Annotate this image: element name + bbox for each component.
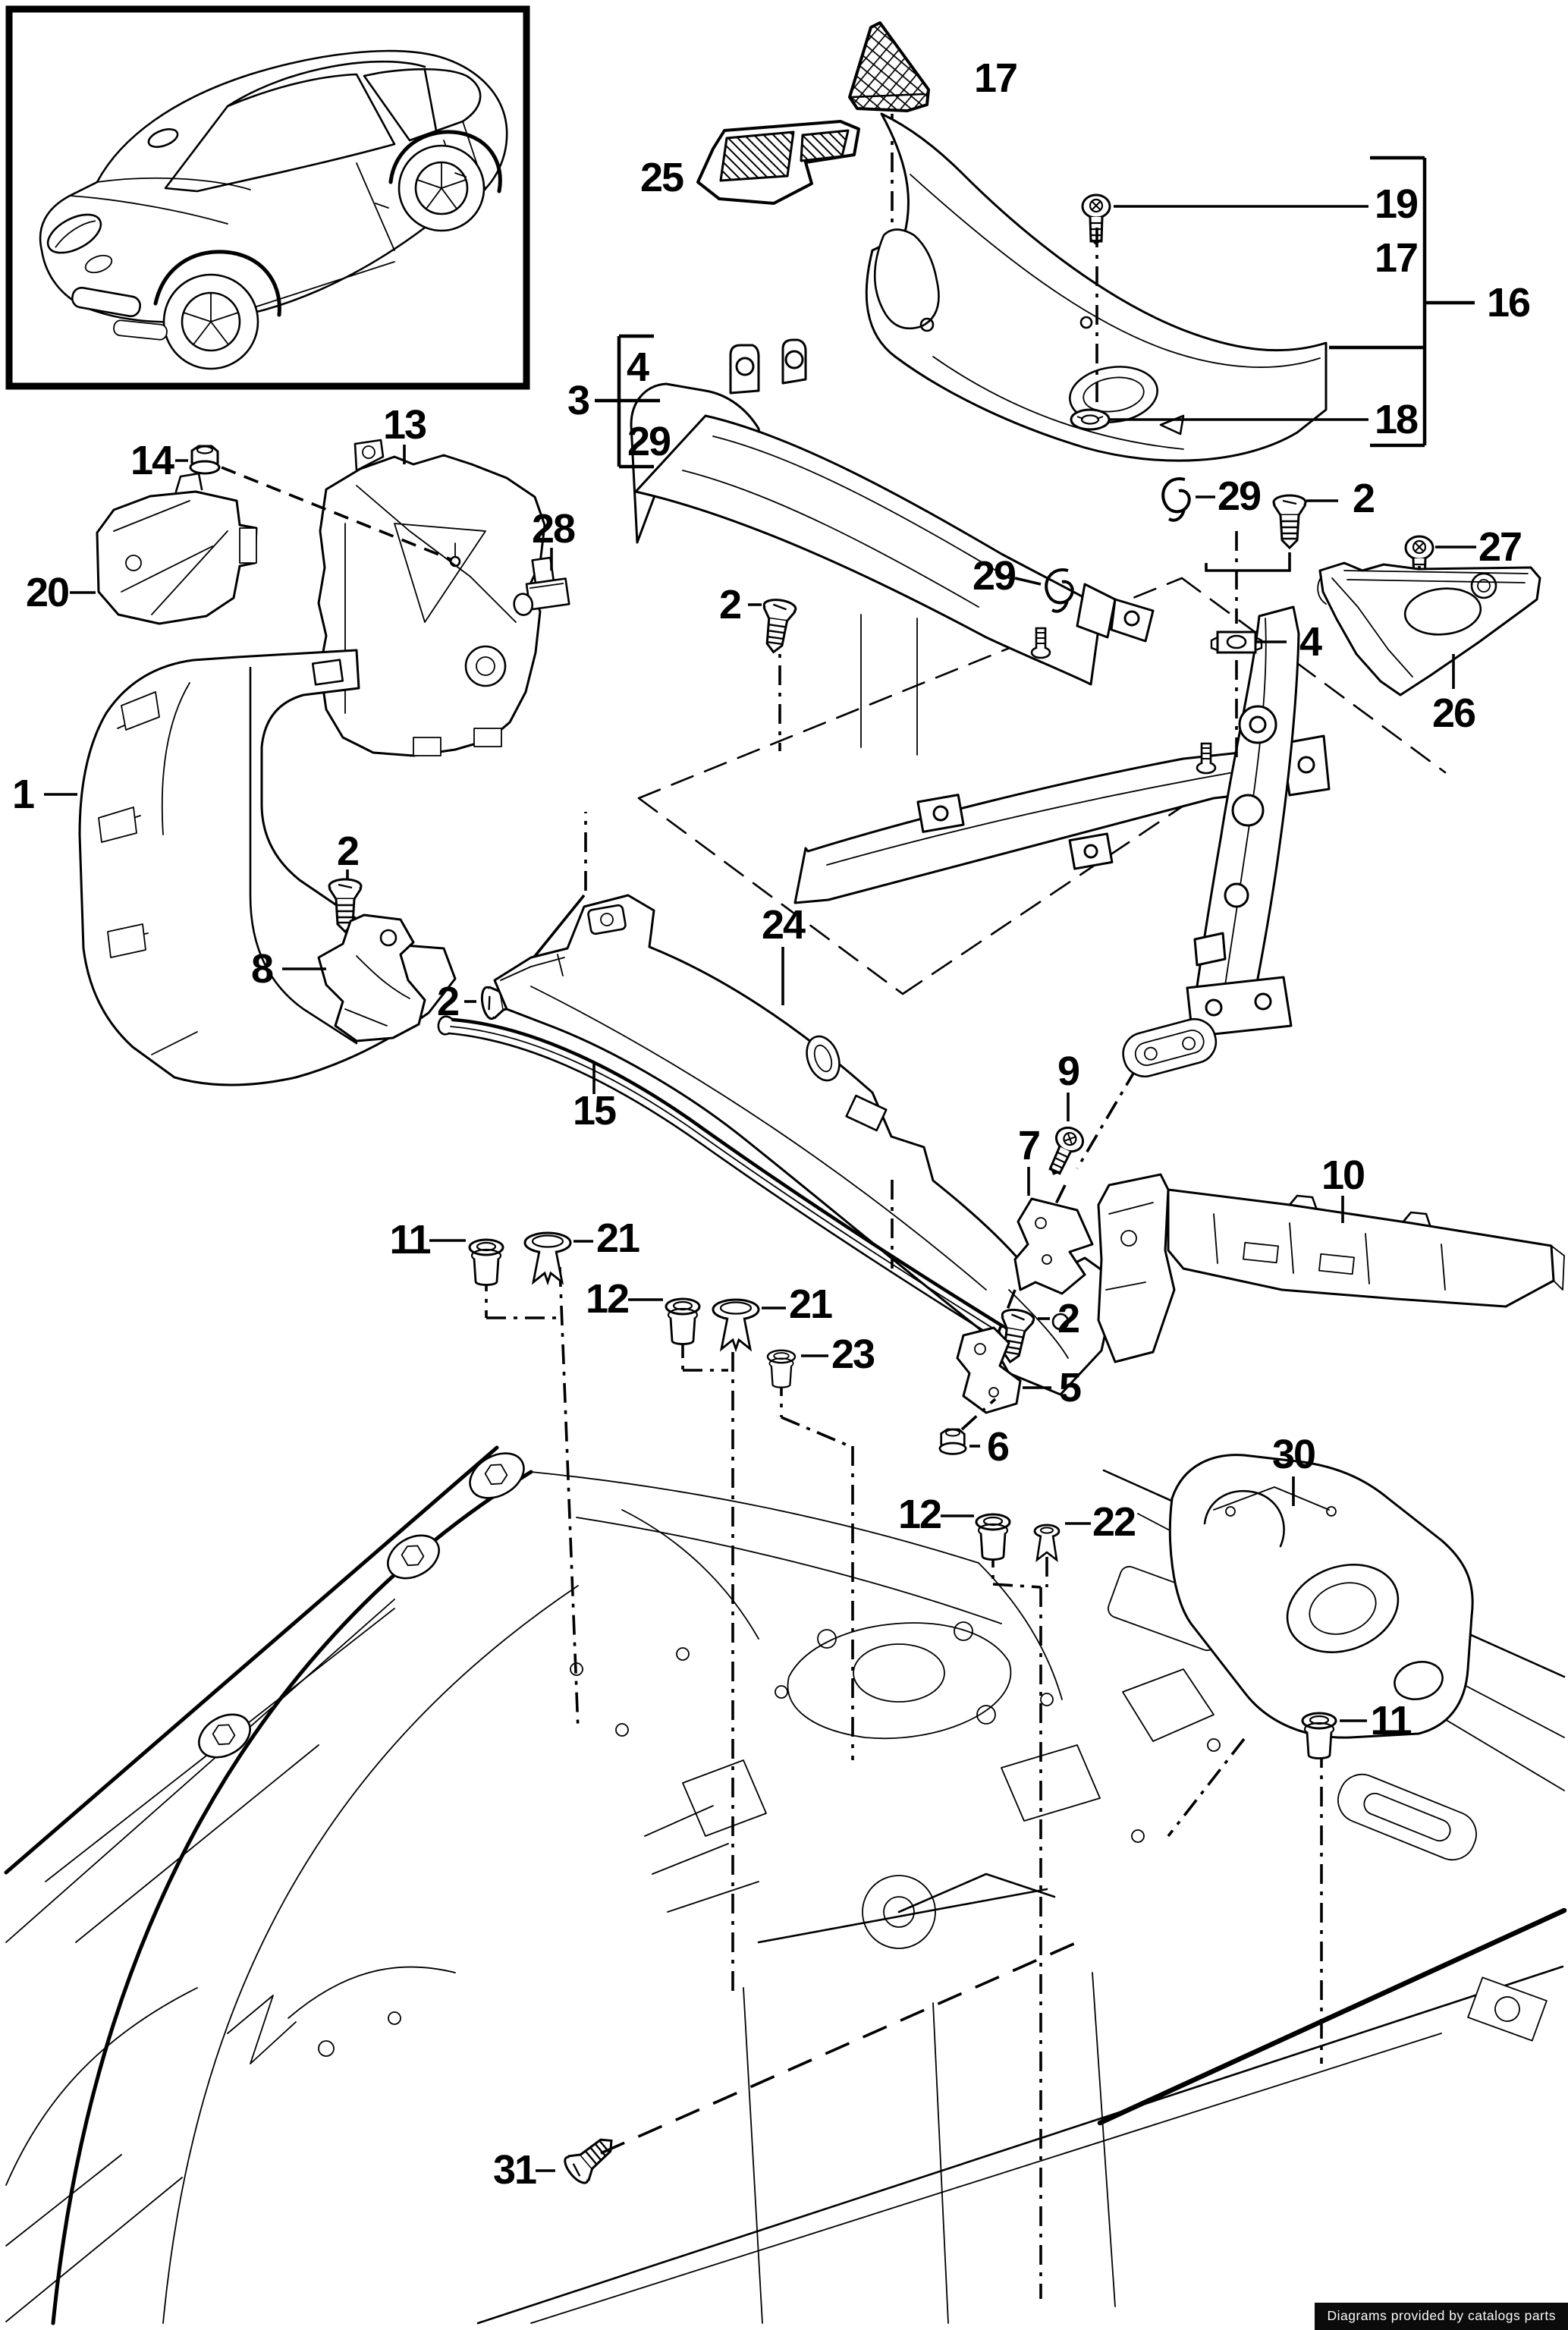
grommet-icon	[468, 1238, 504, 1286]
part30-shield	[1168, 1454, 1474, 1739]
part-callout-20: 20	[25, 570, 70, 615]
axis-row2	[681, 1338, 734, 1995]
part-callout-4: 4	[626, 344, 649, 390]
nut-icon	[938, 1428, 967, 1455]
watermark-text: Diagrams provided by catalogs parts	[1327, 2307, 1556, 2323]
mushroom-clip-icon	[523, 1231, 572, 1284]
axis-30	[1167, 1737, 1246, 1838]
part-callout-6: 6	[986, 1424, 1010, 1470]
part-callout-8: 8	[250, 946, 274, 992]
part-callout-11: 11	[1370, 1698, 1412, 1744]
part10-garnish	[1097, 1173, 1565, 1363]
axis-31	[600, 1941, 1078, 2155]
bracket-3	[595, 334, 660, 469]
grommet-icon	[1301, 1712, 1337, 1759]
part16-cowl-cover	[865, 112, 1328, 462]
hook-clip-icon	[1161, 476, 1191, 522]
part8-bracket	[317, 913, 426, 1042]
part-callout-29: 29	[972, 553, 1017, 599]
part-callout-3: 3	[567, 378, 590, 423]
part-callout-10: 10	[1321, 1152, 1365, 1198]
part13-panel	[317, 439, 546, 757]
part-callout-2: 2	[436, 979, 460, 1024]
pushnut-icon	[1070, 408, 1111, 431]
part-callout-23: 23	[831, 1332, 875, 1377]
part-callout-12: 12	[585, 1276, 630, 1322]
part7-bracket	[1013, 1197, 1094, 1295]
part-callout-7: 7	[1017, 1123, 1041, 1168]
dash-14	[221, 466, 453, 561]
part-callout-22: 22	[1092, 1499, 1136, 1545]
watermark-badge: Diagrams provided by catalogs parts	[1315, 2302, 1568, 2330]
part-callout-2: 2	[336, 829, 360, 874]
part-callout-21: 21	[788, 1281, 833, 1327]
screw-icon	[560, 2127, 623, 2188]
grommet-icon	[665, 1297, 701, 1345]
strut-member	[1186, 605, 1300, 1038]
part-callout-17: 17	[973, 55, 1018, 101]
part-callout-18: 18	[1374, 397, 1419, 442]
part-callout-30: 30	[1271, 1432, 1316, 1477]
part-callout-25: 25	[639, 155, 684, 200]
part5-bracket	[956, 1326, 1022, 1414]
part-callout-13: 13	[382, 402, 427, 448]
nut-icon	[189, 445, 221, 475]
part17-mesh-triangle	[848, 21, 930, 112]
mushroom-clip-icon	[712, 1298, 760, 1351]
part20-bracket	[96, 472, 258, 625]
part-callout-5: 5	[1058, 1365, 1082, 1410]
part-callout-16: 16	[1486, 280, 1531, 325]
vehicle-inset-box	[5, 5, 530, 390]
part-callout-12: 12	[897, 1492, 942, 1537]
elbow-2d	[1205, 552, 1291, 572]
part-callout-1: 1	[11, 772, 35, 817]
part3-cowl-support	[630, 338, 1155, 686]
part-callout-11: 11	[389, 1217, 431, 1262]
part-callout-27: 27	[1478, 524, 1522, 570]
projection-dash-lines	[637, 577, 1447, 995]
screw-icon	[756, 596, 798, 656]
screw-icon	[1040, 1122, 1089, 1181]
part-callout-19: 19	[1374, 181, 1419, 227]
cage-nut-icon	[1210, 630, 1263, 654]
part-callout-4: 4	[1299, 619, 1322, 665]
part-callout-15: 15	[572, 1088, 617, 1134]
part-callout-2: 2	[718, 582, 742, 627]
car-thumbnail	[39, 49, 508, 370]
part-callout-21: 21	[595, 1215, 640, 1261]
bracket-16	[1329, 156, 1475, 448]
screw-icon	[1272, 494, 1307, 549]
part-callout-24: 24	[761, 902, 806, 948]
part-callout-9: 9	[1057, 1049, 1080, 1094]
axis-12b	[991, 1548, 1042, 2299]
grommet-icon	[975, 1513, 1011, 1561]
grommet-icon	[766, 1349, 797, 1388]
body-structure-sketch	[4, 1445, 1567, 2325]
part-callout-28: 28	[531, 506, 576, 552]
rivet-clip-icon	[1033, 1523, 1061, 1561]
part-callout-17: 17	[1374, 235, 1419, 281]
part-callout-31: 31	[492, 2147, 537, 2193]
cowl-support-frame	[630, 338, 1447, 1038]
part-callout-29: 29	[1217, 473, 1262, 519]
part-callout-14: 14	[130, 438, 174, 483]
axis-6	[960, 1398, 997, 1431]
part5-foot-plate	[1122, 1017, 1218, 1078]
part-callout-2: 2	[1352, 476, 1375, 521]
part-callout-29: 29	[627, 419, 671, 464]
part-callout-26: 26	[1431, 690, 1476, 736]
part25-grille	[696, 120, 860, 205]
leader-29c	[1014, 577, 1042, 586]
part-callout-2: 2	[1057, 1296, 1080, 1341]
axis-row1	[485, 1266, 580, 1731]
part26-bracket	[1317, 561, 1541, 696]
